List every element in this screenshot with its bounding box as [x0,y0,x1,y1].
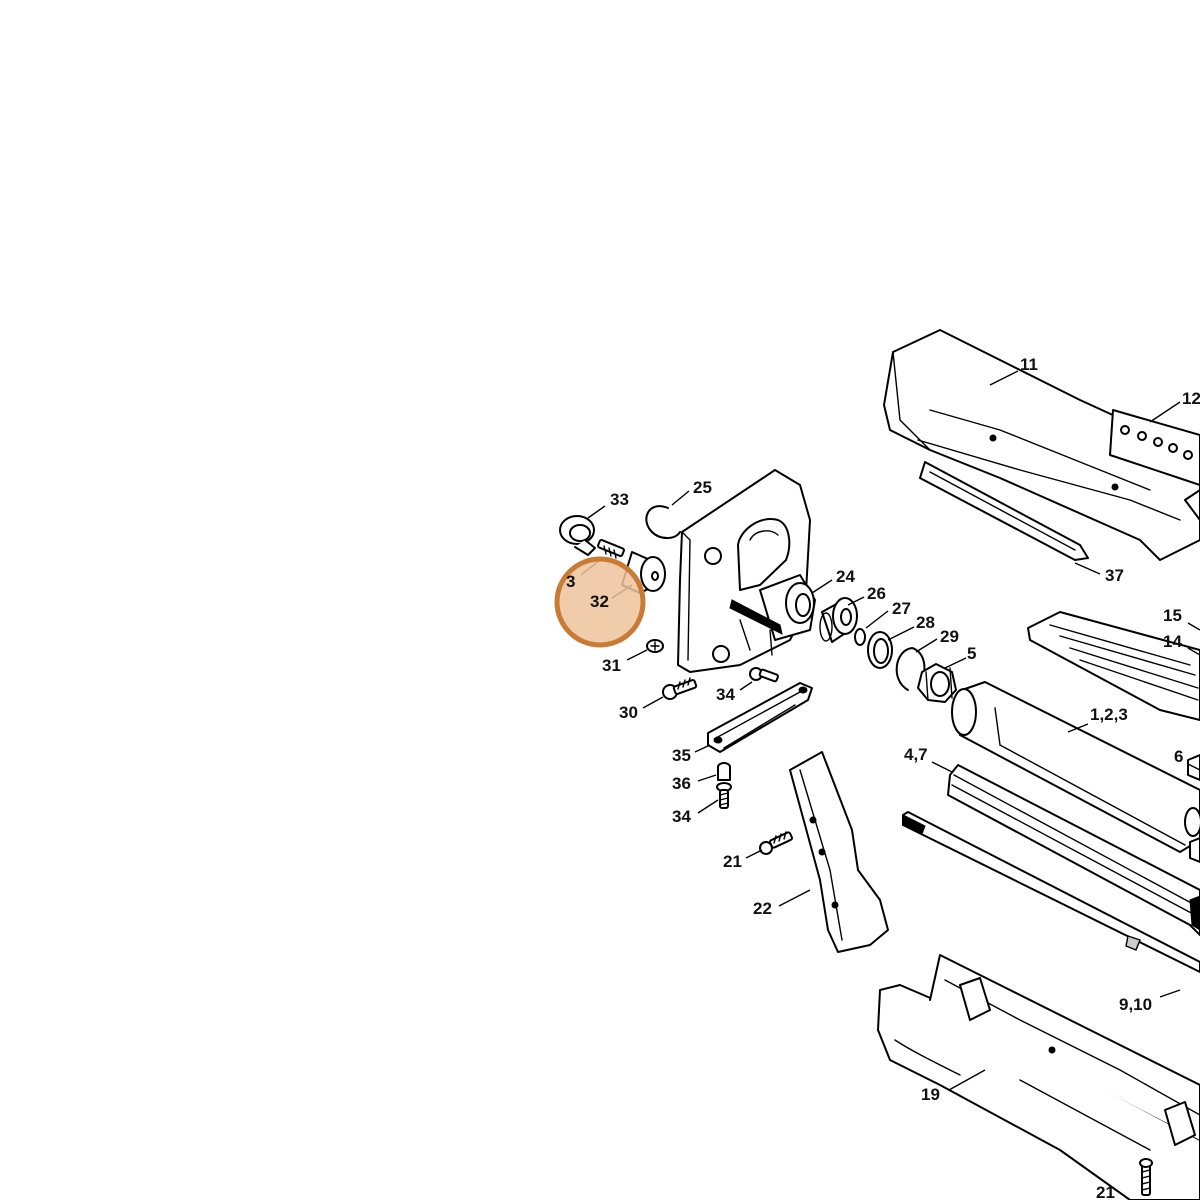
callout-21-bottom[interactable]: 21 [1096,1183,1115,1200]
callout-25[interactable]: 25 [693,478,712,497]
part-22-grip[interactable] [789,751,889,953]
part-15-cover[interactable] [1027,611,1200,721]
part-19-housing[interactable] [877,954,1200,1200]
part-21-screw-middle[interactable] [759,831,794,855]
callout-32[interactable]: 32 [590,592,609,611]
callout-35[interactable]: 35 [672,746,691,765]
callout-30[interactable]: 30 [619,703,638,722]
callout-31[interactable]: 31 [602,656,621,675]
callout-1-2-3[interactable]: 1,2,3 [1090,705,1128,724]
callout-11[interactable]: 11 [1020,355,1038,374]
callout-5[interactable]: 5 [967,644,977,663]
callout-24[interactable]: 24 [836,567,855,586]
part-35-bracket[interactable] [707,682,813,753]
part-34-screw-lower[interactable] [716,782,732,809]
part-27-ring[interactable] [854,628,866,646]
callout-26[interactable]: 26 [867,584,886,603]
part-37-strip[interactable] [919,461,1089,561]
part-25-circlip[interactable] [645,505,681,539]
callout-12[interactable]: 12 [1182,389,1200,408]
part-5-nut[interactable] [917,663,957,703]
callout-6[interactable]: 6 [1174,747,1184,766]
callout-33[interactable]: 33 [610,490,629,509]
part-21-screw-bottom[interactable] [1139,1158,1153,1196]
callout-34-lower[interactable]: 34 [672,807,691,826]
part-12-plate[interactable] [1109,409,1200,486]
callout-37[interactable]: 37 [1105,566,1124,585]
callout-15[interactable]: 15 [1163,606,1182,625]
flange-housing[interactable] [677,469,816,673]
part-3-screw[interactable] [597,539,625,559]
part-9-10-driveshaft[interactable] [902,811,1200,973]
part-4-7-spline[interactable] [947,764,1200,936]
callout-3[interactable]: 3 [566,572,576,591]
callout-28[interactable]: 28 [916,613,935,632]
leader-lines [580,370,1200,1091]
callout-34-upper[interactable]: 34 [716,685,735,704]
callout-22[interactable]: 22 [753,899,772,918]
part-11-housing[interactable] [883,329,1200,561]
callout-29[interactable]: 29 [940,627,959,646]
part-30-screw[interactable] [662,677,698,700]
highlight-marker [554,556,646,648]
part-1-2-3-tube[interactable] [951,681,1200,853]
callout-9-10[interactable]: 9,10 [1119,995,1153,1014]
callout-19[interactable]: 19 [921,1085,940,1104]
callout-4-7[interactable]: 4,7 [904,745,928,764]
callout-14[interactable]: 14 [1163,632,1182,651]
part-34-screw-upper[interactable] [749,667,779,683]
part-33-cap[interactable] [559,515,596,556]
part-31-screw[interactable] [646,639,664,653]
part-36-sleeve[interactable] [717,762,731,781]
callout-21-middle[interactable]: 21 [723,852,742,871]
callout-27[interactable]: 27 [892,599,911,618]
callout-36[interactable]: 36 [672,774,691,793]
part-26-bearing[interactable] [819,597,858,643]
part-28-washer[interactable] [867,631,893,669]
